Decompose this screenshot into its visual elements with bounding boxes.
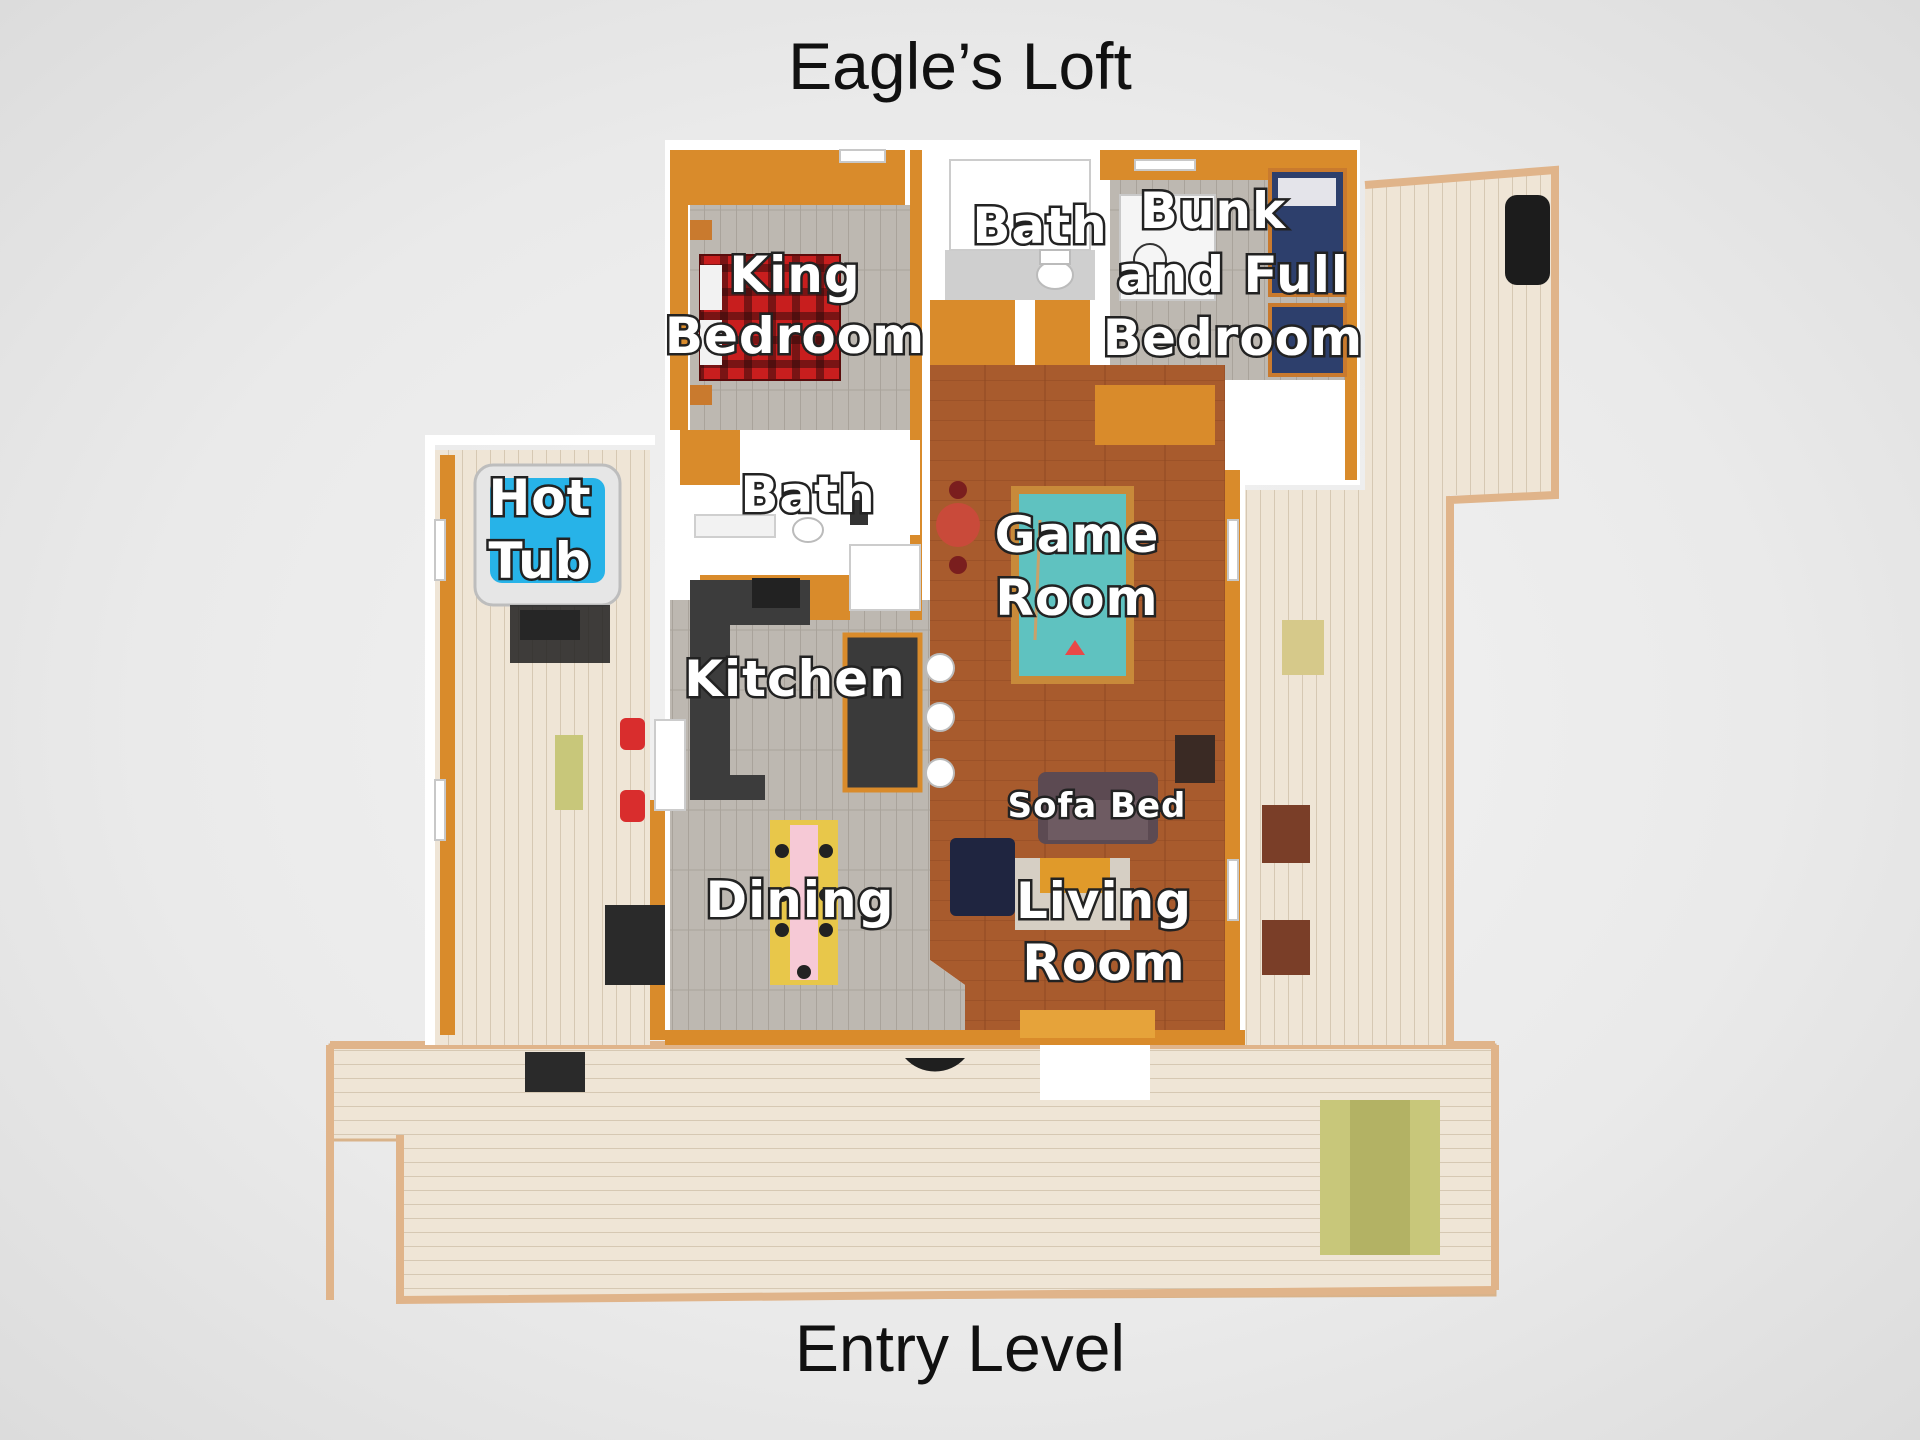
upper-bath-label: Bath xyxy=(972,197,1107,255)
entry-mat xyxy=(905,1045,1150,1100)
bunk-bedroom-label-line3: Bedroom xyxy=(1103,309,1363,367)
bar-stools xyxy=(925,653,955,788)
level-label: Entry Level xyxy=(794,1311,1126,1385)
middle-bath-fixtures xyxy=(694,440,920,543)
hot-tub xyxy=(473,463,622,663)
king-bed xyxy=(690,220,841,405)
king-bedroom-label-line1: King xyxy=(729,246,860,304)
fireplace xyxy=(1175,735,1215,783)
living-room-label-line2: Room xyxy=(1022,934,1185,992)
king-bedroom-label-line2: Bedroom xyxy=(665,307,925,365)
hot-tub-label-line2: Tub xyxy=(489,532,592,590)
right-deck xyxy=(1245,165,1559,1290)
game-room-label-line1: Game xyxy=(995,506,1160,564)
kitchen-label: Kitchen xyxy=(684,650,906,708)
middle-bath-label: Bath xyxy=(740,466,875,524)
kitchen-counters xyxy=(654,544,923,811)
upper-bath-fixtures xyxy=(949,159,1091,290)
dining-table xyxy=(770,820,838,985)
sofa-bed-label: Sofa Bed xyxy=(1008,786,1187,826)
coffee-table xyxy=(1015,858,1130,930)
game-room-label-line2: Room xyxy=(995,569,1158,627)
pool-table xyxy=(1011,486,1134,684)
deck-bench xyxy=(525,735,665,1092)
red-chairs xyxy=(620,718,645,822)
tv-console xyxy=(1020,1010,1155,1038)
living-room-label-line1: Living xyxy=(1016,872,1192,930)
page-title: Eagle’s Loft xyxy=(788,29,1132,103)
dining-label: Dining xyxy=(706,871,895,929)
grill xyxy=(1505,195,1550,285)
bunk-bedroom-label-line1: Bunk xyxy=(1140,182,1287,240)
hot-tub-label-line1: Hot xyxy=(488,469,591,527)
bunk-bedroom-label-line2: and Full xyxy=(1117,246,1349,304)
windows xyxy=(434,149,1239,921)
sofa-bed xyxy=(1038,772,1158,844)
game-room-table xyxy=(936,481,980,574)
armchair xyxy=(950,838,1015,916)
bunk-beds xyxy=(1119,168,1347,377)
deck-chairs xyxy=(1262,620,1324,975)
picnic-table xyxy=(1320,1100,1440,1255)
